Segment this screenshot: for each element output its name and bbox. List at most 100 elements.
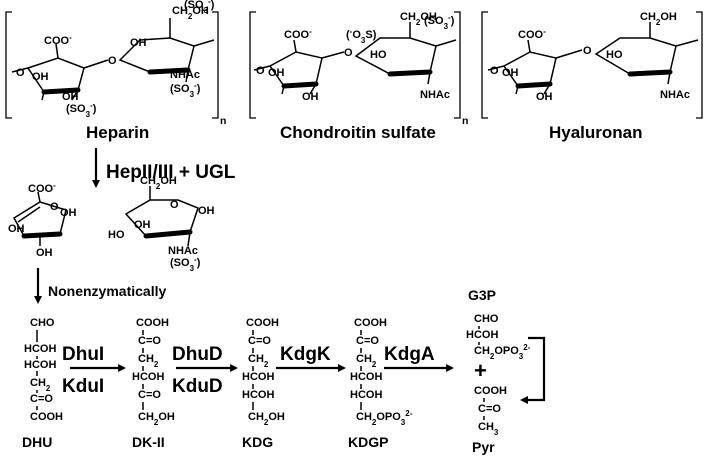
heparin-left-bracket: [5, 11, 12, 119]
heparin-uronic-ring: COO- OH OH (SO3-) O: [11, 33, 109, 119]
kdg-line-1: C=O: [248, 335, 271, 347]
pyr-line-2: CH3: [478, 421, 499, 437]
hyaluronan-ch2oh: CH2OH: [640, 11, 677, 27]
enz2-top: DhuD: [172, 344, 223, 365]
amino-oh-mid: OH: [134, 219, 151, 231]
amino-monosaccharide: CH2OH O OH HO OH NHAc (SO3-): [108, 175, 215, 273]
hyaluronan-name: Hyaluronan: [549, 123, 643, 142]
chondroitin-structure: n COO- OH OH O O CH2OH (-O3S) (SO3-) HO …: [249, 11, 468, 142]
kdg-line-2: CH2: [248, 353, 269, 369]
dk2-name: DK-II: [132, 434, 165, 450]
pyr-compound: COOH C=O CH3 Pyr: [472, 385, 507, 455]
kdgp-line-0: COOH: [354, 317, 387, 329]
dhu-line-3: CH2: [30, 377, 51, 393]
chondroitin-nhac: NHAc: [420, 89, 450, 101]
heparin-subscript-n: n: [220, 115, 226, 127]
step2-label: Nonenzymatically: [48, 283, 166, 299]
heparin-nhac: NHAc: [170, 69, 200, 81]
unsat-oh-left: OH: [8, 223, 25, 235]
amino-oh-right: OH: [198, 205, 215, 217]
hyaluronan-uronic-carboxyl: COO-: [518, 27, 546, 42]
kdg-line-0: COOH: [246, 317, 279, 329]
pyr-line-1: C=O: [478, 403, 501, 415]
hyaluronan-structure: COO- OH OH O O CH2OH HO NHAc Hyaluronan: [481, 11, 703, 142]
hyaluronan-nhac: NHAc: [660, 89, 690, 101]
kdg-line-4: HCOH: [242, 389, 274, 401]
chondroitin-ring-o-left: O: [256, 65, 265, 77]
chondroitin-uronic-ring: COO- OH OH O: [253, 27, 345, 103]
kdgp-line-5: CH2OPO32-: [356, 409, 413, 427]
dk2-line-5: CH2OH: [138, 411, 175, 427]
heparin-sulfate-bottom: (SO3-): [170, 81, 201, 99]
dhu-name: DHU: [22, 434, 52, 450]
chondroitin-amino-ring: CH2OH (-O3S) (SO3-) HO NHAc: [346, 11, 457, 101]
unsat-oh-bottom: OH: [36, 247, 53, 259]
chondroitin-ch2oh: CH2OH: [400, 11, 437, 27]
enz1-top: DhuI: [62, 344, 104, 365]
hyaluronan-glycosidic-o: O: [583, 45, 592, 57]
g3p-line-1: HCOH: [466, 329, 498, 341]
heparin-uronic-carboxyl: COO-: [44, 33, 72, 48]
g3p-to-pyr-arrow: [520, 336, 546, 404]
kdg-line-5: CH2OH: [248, 411, 285, 427]
kdgp-name: KDGP: [348, 434, 388, 450]
dhu-line-0: CHO: [30, 317, 55, 329]
heparin-right-bracket: [212, 11, 219, 119]
hyaluronan-uronic-ring: COO- OH OH O: [487, 27, 583, 103]
chondroitin-left-bracket: [249, 11, 256, 119]
kdg-line-3: HCOH: [242, 371, 274, 383]
pyr-line-0: COOH: [474, 385, 507, 397]
hyaluronan-left-bracket: [481, 11, 488, 119]
heparin-structure: n COO- OH OH (SO3-) O O CH2OH (SO3-) OH: [5, 0, 226, 142]
chondroitin-name: Chondroitin sulfate: [280, 123, 436, 142]
g3p-compound: G3P CHO HCOH CH2OPO32-: [466, 287, 531, 361]
kdgp-line-1: C=O: [356, 335, 379, 347]
kdgp-line-3: HCOH: [350, 371, 382, 383]
kdgp-line-4: HCOH: [350, 389, 382, 401]
heparin-amino-oh: OH: [130, 37, 147, 49]
g3p-line-0: CHO: [474, 313, 499, 325]
amino-ho: HO: [108, 229, 125, 241]
heparin-uronic-oh1: OH: [32, 71, 49, 83]
heparin-ch2oh: CH2OH: [172, 5, 209, 21]
heparin-amino-ring: CH2OH (SO3-) OH NHAc (SO3-): [118, 0, 215, 99]
chondroitin-ho: HO: [370, 49, 387, 61]
dk2-line-4: C=O: [138, 389, 161, 401]
g3p-name: G3P: [468, 287, 496, 303]
g3p-line-2: CH2OPO32-: [474, 343, 531, 361]
amino-nhac: NHAc: [168, 245, 198, 257]
chondroitin-sulfate-right: (SO3-): [424, 13, 455, 31]
dk2-line-1: C=O: [138, 335, 161, 347]
dk2-line-2: CH2: [138, 353, 159, 369]
dk2-compound: COOH C=O CH2 HCOH C=O CH2OH DK-II: [132, 317, 175, 450]
chondroitin-glycosidic-o: O: [344, 47, 353, 59]
enz1-bottom: KduI: [62, 376, 104, 397]
dhu-line-2: HCOH: [24, 359, 56, 371]
plus-sign: +: [474, 358, 487, 383]
unsat-carboxyl: COO-: [28, 181, 56, 196]
hyaluronan-right-bracket: [696, 11, 703, 119]
unsaturated-uronate: COO- O OH OH OH: [8, 181, 77, 260]
chondroitin-right-bracket: [454, 11, 461, 119]
step1-enzyme-label: HepII/III + UGL: [106, 162, 236, 183]
chondroitin-uronic-carboxyl: COO-: [284, 27, 312, 42]
pyr-name: Pyr: [472, 439, 495, 455]
hyaluronan-ho: HO: [606, 49, 623, 61]
hyaluronan-amino-ring: CH2OH HO NHAc: [594, 11, 699, 101]
kdg-compound: COOH C=O CH2 HCOH HCOH CH2OH KDG: [242, 317, 285, 450]
dk2-line-0: COOH: [136, 317, 169, 329]
dhu-line-5: COOH: [30, 411, 63, 423]
dhu-line-4: C=O: [30, 393, 53, 405]
dhu-compound: CHO HCOH HCOH CH2 C=O COOH DHU: [22, 317, 63, 450]
chondroitin-sulfate-left: (-O3S): [346, 27, 377, 45]
kdgp-line-2: CH2: [356, 353, 377, 369]
dk2-line-3: HCOH: [132, 371, 164, 383]
dhu-line-1: HCOH: [24, 343, 56, 355]
heparin-name: Heparin: [86, 123, 149, 142]
kdgp-compound: COOH C=O CH2 HCOH HCOH CH2OPO32- KDGP: [348, 317, 413, 450]
enz2-bottom: KduD: [172, 376, 223, 397]
chondroitin-uronic-oh1: OH: [268, 67, 285, 79]
unsat-oh-ring: OH: [60, 207, 77, 219]
chondroitin-uronic-oh2: OH: [302, 91, 319, 103]
